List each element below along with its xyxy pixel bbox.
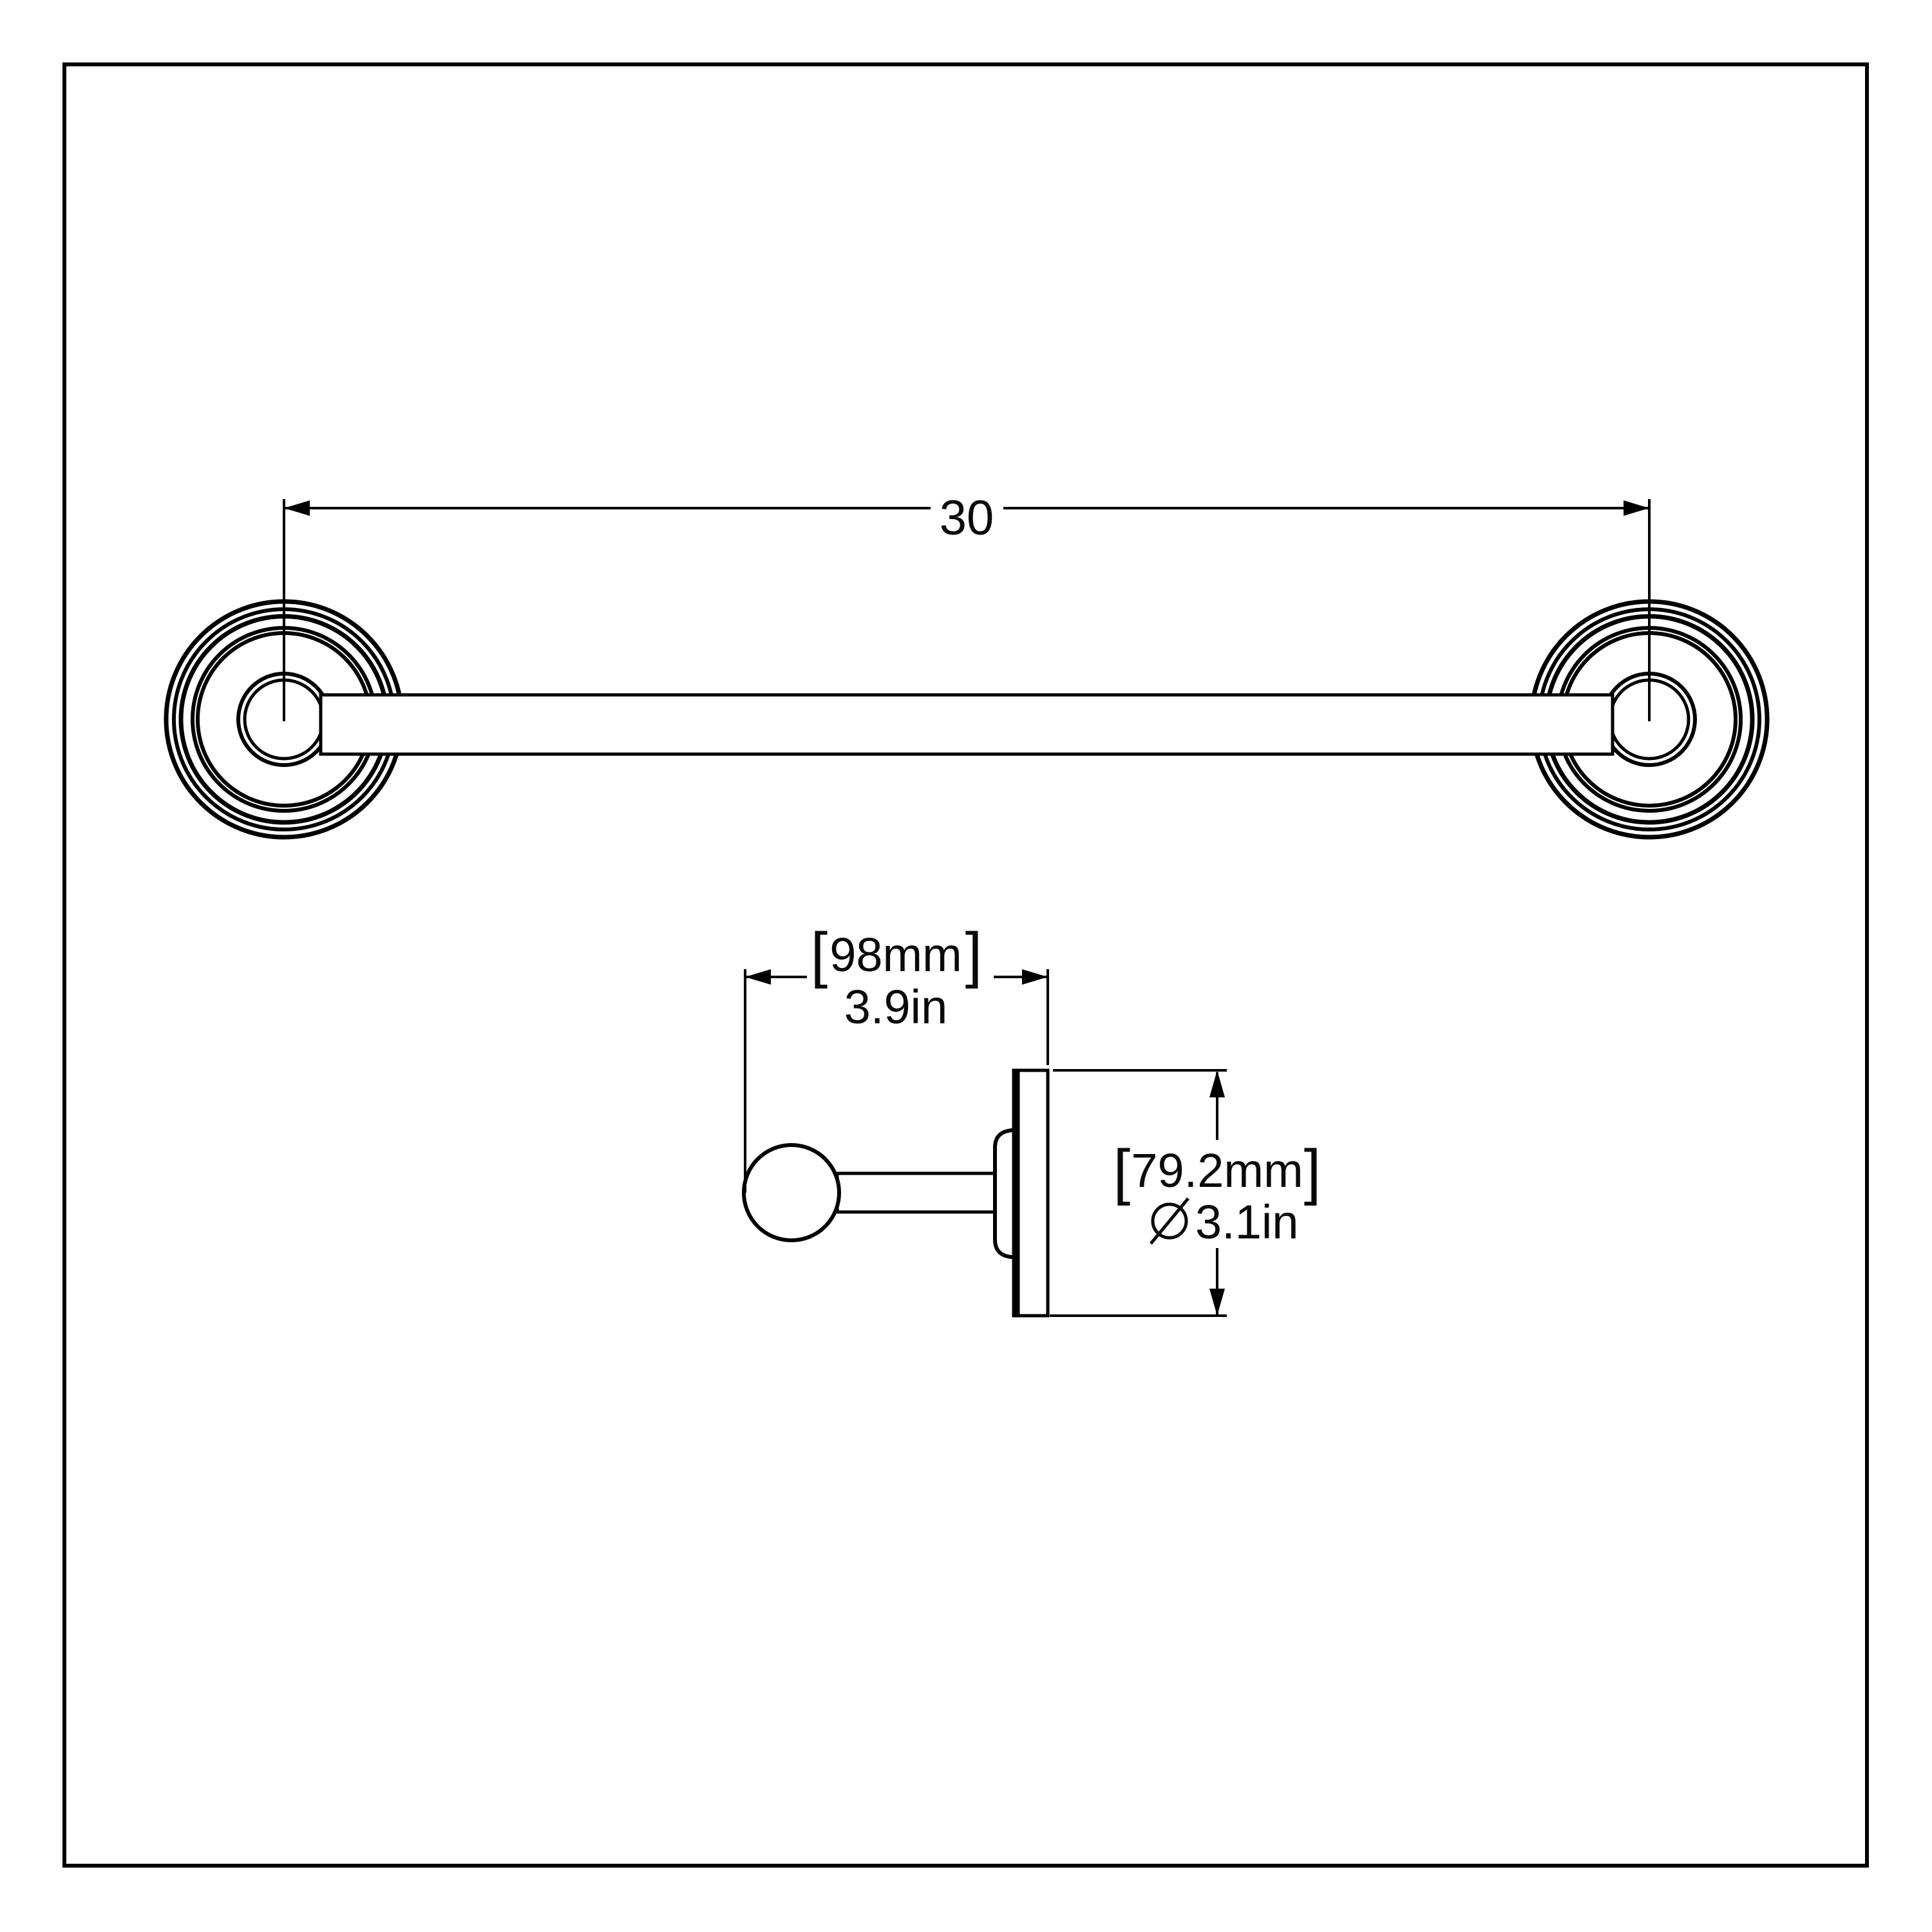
drawing-border-frame — [62, 62, 1869, 1868]
towel-bar-front-view: 30 — [164, 491, 1770, 840]
dim-79-bracket-open: [ — [1113, 1137, 1131, 1206]
dim-30-label: 30 — [940, 491, 994, 545]
dim-79-arrowhead-up — [1209, 1070, 1225, 1097]
dim-98-imperial-label: 3.9in — [844, 980, 947, 1034]
dim-98-arrowhead-left — [745, 969, 771, 985]
dim-98-metric-label: 98mm — [829, 928, 962, 981]
dim-30-arrowhead-right — [1624, 500, 1649, 516]
dim-79-arrowhead-down — [1209, 1289, 1225, 1316]
mounting-post-side-view: [ 98mm ] 3.9in [ 79.2mm ] 3.1in — [742, 920, 1321, 1318]
post-stem — [835, 1171, 1001, 1214]
dim-79-metric-label: 79.2mm — [1131, 1144, 1303, 1197]
dim-79-bracket-close: ] — [1304, 1137, 1321, 1206]
towel-bar-rail — [319, 693, 1615, 756]
dimension-center-distance: 30 — [283, 491, 1651, 721]
dim-98-arrowhead-right — [1022, 969, 1048, 985]
dim-98-bracket-close: ] — [965, 920, 983, 989]
dim-79-imperial-label: 3.1in — [1195, 1195, 1298, 1249]
ball-finial — [742, 1143, 841, 1242]
dimension-backplate-diameter: [ 79.2mm ] 3.1in — [1050, 1069, 1321, 1317]
dim-98-bracket-open: [ — [811, 920, 828, 989]
diameter-symbol-icon — [1150, 1197, 1189, 1245]
dimension-projection: [ 98mm ] 3.9in — [744, 920, 1049, 1193]
dim-30-arrowhead-left — [284, 500, 310, 516]
flange-step-profile — [993, 1128, 1018, 1259]
